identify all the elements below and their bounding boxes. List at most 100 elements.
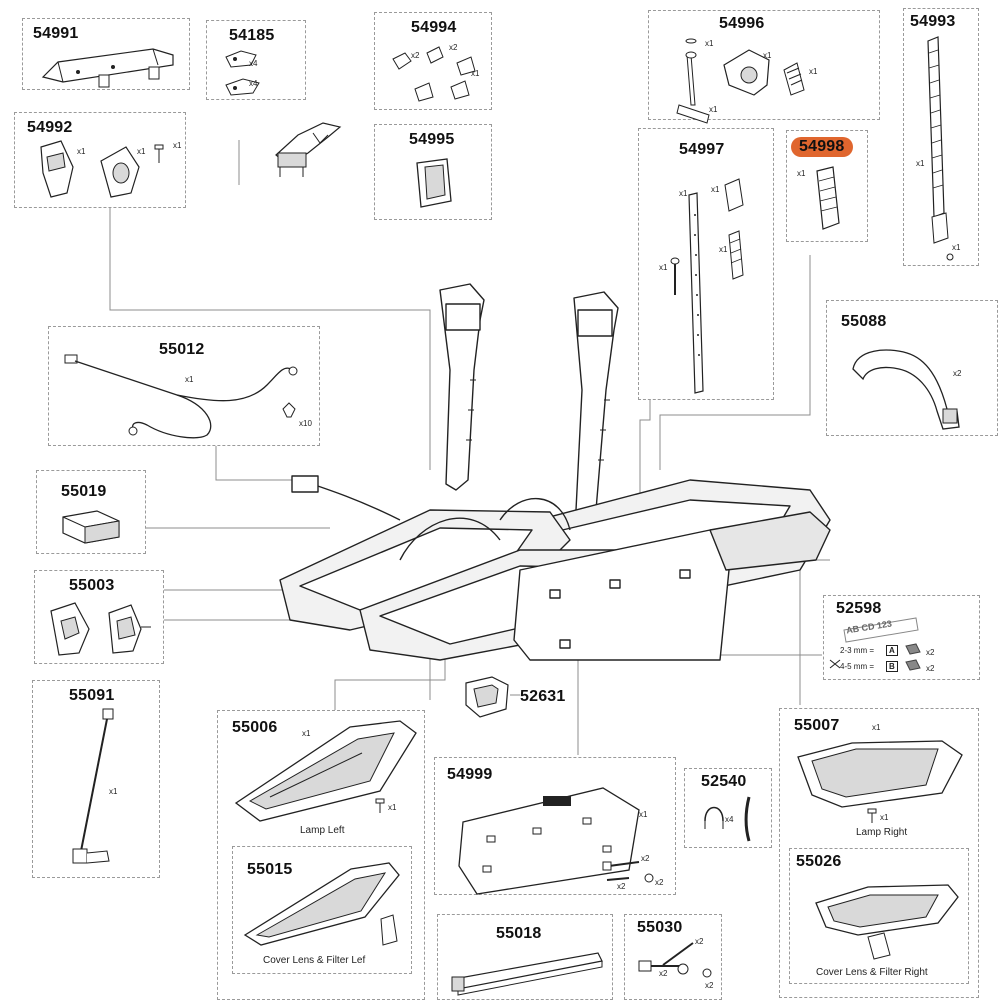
part-box-55018[interactable]: 55018 [437,914,613,1000]
part-box-55088[interactable]: 55088 x2 [826,300,998,436]
clamp-block-icon [465,676,509,718]
part-box-54995[interactable]: 54995 [374,124,492,220]
lamp-bracket-set-icon [40,140,164,198]
part-number: 52598 [836,600,882,617]
part-number: 55015 [247,861,293,878]
part-box-54185[interactable]: 54185 x4 x4 [206,20,306,100]
strap-ratchet-icon [225,50,260,96]
part-number: 54995 [409,131,455,148]
part-caption: Cover Lens & Filter Right [816,967,928,978]
quantity-label: x2 [926,648,935,657]
part-box-54999[interactable]: 54999 x1 x2 x2 x2 [434,757,676,895]
quantity-label: x1 [185,375,194,384]
part-box-54992[interactable]: 54992 x1 x1 x1 [14,112,186,208]
part-number: 55091 [69,687,115,704]
bolt-washer-set-icon [638,942,712,978]
part-caption: Lamp Right [856,827,908,838]
part-box-54997[interactable]: 54997 x1 x1 x1 x1 [638,128,774,400]
part-box-52540[interactable]: 52540 x4 [684,768,772,848]
quantity-label: x1 [952,243,961,252]
part-box-55026[interactable]: 55026 Cover Lens & Filter Right [789,848,969,984]
part-box-55012[interactable]: 55012 x1 x10 [48,326,320,446]
screw-icon [867,808,877,823]
quantity-label: x1 [719,245,728,254]
part-box-54993[interactable]: 54993 x1 x1 [903,8,979,266]
quantity-label: x1 [77,147,86,156]
part-caption: Lamp Left [300,825,345,836]
frame-holder-icon [416,158,452,208]
quantity-label: x1 [471,69,480,78]
quantity-label: x2 [641,854,650,863]
part-number: 55088 [841,313,887,330]
quantity-label: x4 [249,79,258,88]
end-cap-set-icon [50,602,151,656]
part-box-55019[interactable]: 55019 [36,470,146,554]
quantity-label: x1 [137,147,146,156]
screw-icon [375,798,385,813]
spacer-line-b: 4-5 mm = [840,662,875,671]
part-box-54998[interactable]: 54998 x1 [786,130,868,242]
u-bolt-icon [704,796,751,842]
part-box-54996[interactable]: 54996 x1 x1 x1 x1 [648,10,880,124]
license-plate-icon [843,617,919,643]
tie-rod-icon [72,708,114,864]
part-box-55003[interactable]: 55003 [34,570,164,664]
quantity-label: x2 [659,969,668,978]
quantity-label: x1 [302,729,311,738]
part-box-54994[interactable]: 54994 x2 x2 x1 [374,12,492,110]
quantity-label: x1 [916,159,925,168]
quantity-label: x4 [249,59,258,68]
plate-holder-icon [458,787,640,895]
lamp-left-icon [234,720,417,822]
spacer-line-a: 2-3 mm = [840,646,875,655]
quantity-label: x2 [953,369,962,378]
spacer-key-b: B [886,661,898,672]
part-number: 55026 [796,853,842,870]
quantity-label: x1 [880,813,889,822]
part-number: 52540 [701,773,747,790]
quantity-label: x1 [872,723,881,732]
part-number-52631[interactable]: 52631 [520,688,566,705]
quantity-label: x10 [299,419,312,428]
cover-lens-right-icon [815,884,959,960]
quantity-label: x1 [809,67,818,76]
part-box-55015[interactable]: 55015 Cover Lens & Filter Lef [232,846,412,974]
part-box-54991[interactable]: 54991 [22,18,190,90]
quantity-label: x2 [705,981,714,990]
quantity-label: x1 [763,51,772,60]
quantity-label: x4 [725,815,734,824]
quantity-label: x1 [639,810,648,819]
quantity-label: x2 [449,43,458,52]
part-box-52598[interactable]: 52598 AB CD 123 2-3 mm = A x2 4-5 mm = B… [823,595,980,680]
lock-knob-set-icon [676,38,805,124]
arm-strap-set-icon [670,178,744,394]
quantity-label: x1 [109,787,118,796]
quantity-label: x1 [659,263,668,272]
part-number: 54999 [447,766,493,783]
quantity-label: x2 [655,878,664,887]
wiring-harness-icon [64,354,298,439]
bike-carrier-assembly-illustration [279,283,831,661]
rail-profile-icon [451,952,603,996]
spacer-pad-icon [905,643,921,671]
part-number: 54997 [679,141,725,158]
part-number: 55006 [232,719,278,736]
wheel-holder-assembly-icon [275,122,342,177]
quantity-label: x2 [926,664,935,673]
quantity-label: x2 [411,51,420,60]
part-number: 55007 [794,717,840,734]
ratchet-strap-icon [927,36,954,261]
quantity-label: x1 [679,189,688,198]
part-box-55030[interactable]: 55030 x2 x2 x2 [624,914,722,1000]
part-number: 54991 [33,25,79,42]
lamp-right-icon [797,740,963,808]
quantity-label: x2 [695,937,704,946]
bolt-set-icon [602,861,654,883]
part-number: 55019 [61,483,107,500]
handle-icon [852,349,960,430]
part-box-55091[interactable]: 55091 x1 [32,680,160,878]
part-number: 54185 [229,27,275,44]
highlighted-part-number: 54998 [791,137,853,157]
strap-pad-icon [816,166,840,230]
quantity-label: x1 [705,39,714,48]
